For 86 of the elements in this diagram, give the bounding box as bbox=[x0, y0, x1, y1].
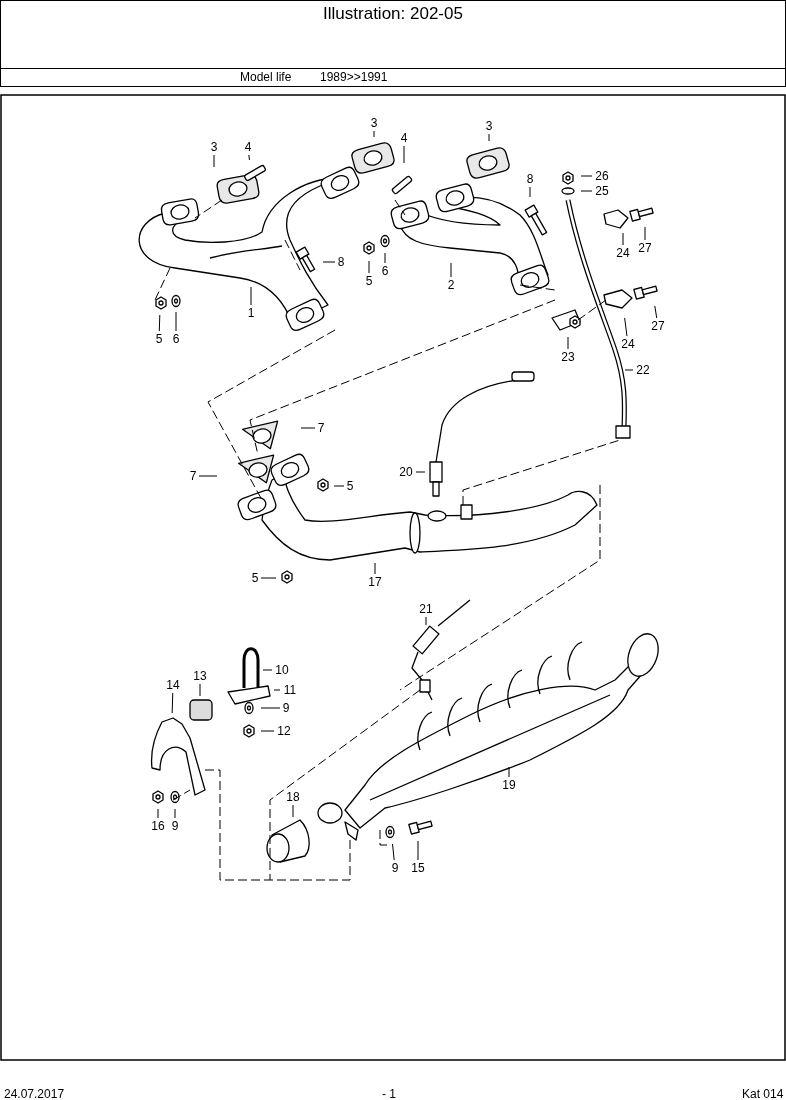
callout-number: 3 bbox=[484, 119, 494, 133]
callout-number: 24 bbox=[619, 337, 637, 351]
leader-line bbox=[417, 840, 419, 861]
callout-number: 13 bbox=[191, 669, 209, 683]
callout-number: 16 bbox=[149, 819, 167, 833]
leader-line bbox=[158, 314, 161, 332]
callout-number: 27 bbox=[636, 241, 654, 255]
callout-number: 20 bbox=[397, 465, 415, 479]
leader-line bbox=[175, 311, 177, 332]
leader-line bbox=[368, 260, 370, 274]
leader-line bbox=[262, 669, 273, 671]
leader-line bbox=[213, 154, 215, 168]
callout-number: 10 bbox=[273, 663, 291, 677]
callout-number: 11 bbox=[281, 683, 299, 697]
date-text: 24.07.2017 bbox=[4, 1088, 65, 1100]
field-label: Model life bbox=[240, 71, 292, 83]
callout-number: 22 bbox=[634, 363, 652, 377]
leader-line bbox=[171, 692, 174, 714]
callout-number: 17 bbox=[366, 575, 384, 589]
callout-number: 4 bbox=[399, 131, 409, 145]
leader-line bbox=[333, 485, 345, 487]
illustration-title: Illustration: 202-05 bbox=[322, 5, 464, 22]
leader-line bbox=[392, 843, 395, 861]
leader-line bbox=[174, 808, 176, 819]
callout-number: 12 bbox=[275, 724, 293, 738]
callout-number: 1 bbox=[246, 306, 256, 320]
callout-number: 14 bbox=[164, 678, 182, 692]
leader-line bbox=[580, 175, 593, 177]
callout-number: 5 bbox=[364, 274, 374, 288]
leader-line bbox=[384, 252, 386, 264]
leader-line bbox=[654, 305, 658, 319]
leader-line bbox=[529, 186, 531, 198]
callout-number: 4 bbox=[243, 140, 253, 154]
callout-number: 21 bbox=[417, 602, 435, 616]
leader-line bbox=[622, 232, 624, 246]
leader-line bbox=[373, 130, 375, 138]
callout-number: 5 bbox=[345, 479, 355, 493]
callout-number: 8 bbox=[336, 255, 346, 269]
leader-line bbox=[250, 286, 252, 306]
leader-line bbox=[415, 471, 426, 473]
leader-line bbox=[644, 226, 646, 241]
callout-number: 27 bbox=[649, 319, 667, 333]
callout-number: 9 bbox=[281, 701, 291, 715]
leader-line bbox=[374, 562, 376, 575]
leader-line bbox=[567, 336, 569, 350]
leader-line bbox=[488, 133, 490, 142]
leader-line bbox=[199, 683, 201, 697]
callout-number: 6 bbox=[380, 264, 390, 278]
callout-number: 19 bbox=[500, 778, 518, 792]
leader-line bbox=[300, 427, 316, 429]
callout-number: 9 bbox=[170, 819, 180, 833]
callout-number: 8 bbox=[525, 172, 535, 186]
leader-line bbox=[624, 369, 634, 371]
callout-number: 18 bbox=[284, 790, 302, 804]
date-range: 1989>>1991 bbox=[320, 71, 388, 83]
callout-number: 7 bbox=[316, 421, 326, 435]
leader-line bbox=[624, 317, 628, 337]
leader-line bbox=[260, 730, 275, 732]
leader-line bbox=[403, 145, 405, 164]
leader-line bbox=[508, 766, 510, 778]
leader-line bbox=[580, 190, 593, 192]
callout-number: 5 bbox=[250, 571, 260, 585]
callout-number: 25 bbox=[593, 184, 611, 198]
callout-number: 23 bbox=[559, 350, 577, 364]
leader-line bbox=[260, 577, 277, 579]
leader-line bbox=[260, 707, 281, 709]
leader-line bbox=[322, 261, 336, 263]
callout-number: 7 bbox=[188, 469, 198, 483]
catalog-number: Kat 014 bbox=[742, 1088, 784, 1100]
page-number: - 1 bbox=[382, 1088, 396, 1100]
callout-number: 9 bbox=[390, 861, 400, 875]
callout-number: 5 bbox=[154, 332, 164, 346]
leader-line bbox=[273, 689, 281, 691]
leader-line bbox=[425, 616, 427, 626]
callout-number: 24 bbox=[614, 246, 632, 260]
callout-number: 26 bbox=[593, 169, 611, 183]
leader-line bbox=[292, 804, 294, 818]
leader-line bbox=[248, 154, 250, 161]
callout-number: 15 bbox=[409, 861, 427, 875]
leader-line bbox=[157, 808, 159, 819]
callout-number: 2 bbox=[446, 278, 456, 292]
callout-number: 3 bbox=[209, 140, 219, 154]
leader-line bbox=[198, 475, 218, 477]
callout-number: 3 bbox=[369, 116, 379, 130]
callout-number: 6 bbox=[171, 332, 181, 346]
leader-line bbox=[450, 262, 452, 278]
